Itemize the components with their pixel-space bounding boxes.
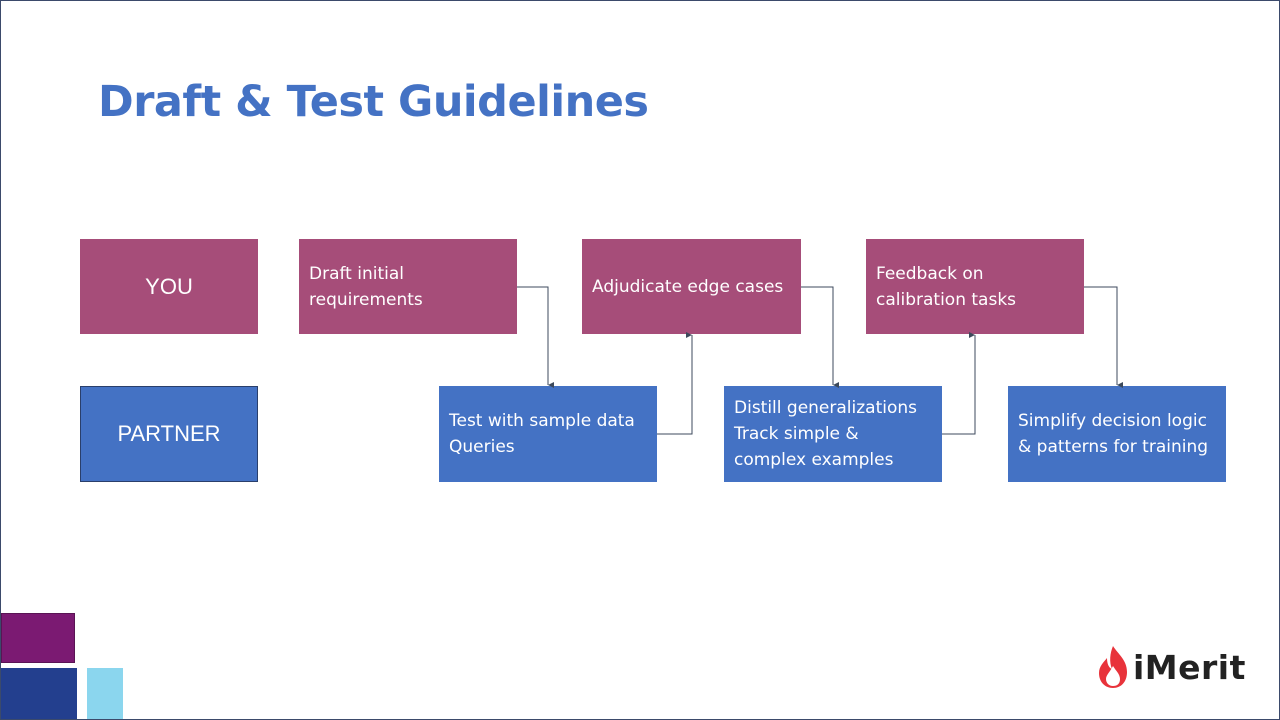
connector-arrow (517, 286, 554, 388)
step-feedback-calibration: Feedback on calibration tasks (866, 239, 1084, 334)
decor-square-navy (1, 668, 77, 719)
brand-name: iMerit (1133, 647, 1246, 687)
brand-logo: iMerit (1096, 644, 1246, 690)
step-adjudicate-edge-cases: Adjudicate edge cases (582, 239, 801, 334)
flame-logo-icon (1099, 646, 1127, 688)
page-title: Draft & Test Guidelines (98, 77, 649, 127)
decor-square-lightblue (87, 668, 123, 719)
step-draft-requirements: Draft initial requirements (299, 239, 517, 334)
step-text-line: & patterns for training (1018, 437, 1209, 457)
connector-arrow (801, 286, 839, 388)
connector-arrow (942, 332, 976, 435)
step-text-line: Feedback on (876, 263, 984, 284)
step-text-line: requirements (309, 289, 423, 310)
step-text-line: Adjudicate edge cases (592, 276, 784, 297)
row-label-you: YOU (80, 239, 258, 334)
step-test-sample-data: Test with sample data Queries (439, 386, 657, 482)
row-label-partner: PARTNER (80, 386, 258, 482)
step-text-line: Distill generalizations (734, 398, 918, 418)
step-text-line: Test with sample data (449, 411, 635, 431)
step-text-line: complex examples (734, 450, 894, 470)
step-text-line: Draft initial (309, 263, 405, 284)
step-distill-generalizations: Distill generalizations Track simple & c… (724, 386, 942, 482)
step-text-line: Track simple & (734, 424, 859, 444)
step-text-line: Queries (449, 437, 515, 457)
step-text-line: calibration tasks (876, 289, 1017, 310)
connector-arrow (657, 332, 693, 435)
step-text-line: Simplify decision logic (1018, 411, 1207, 431)
decor-square-purple (1, 613, 75, 663)
connector-arrow (1084, 286, 1123, 388)
step-simplify-decision-logic: Simplify decision logic & patterns for t… (1008, 386, 1226, 482)
